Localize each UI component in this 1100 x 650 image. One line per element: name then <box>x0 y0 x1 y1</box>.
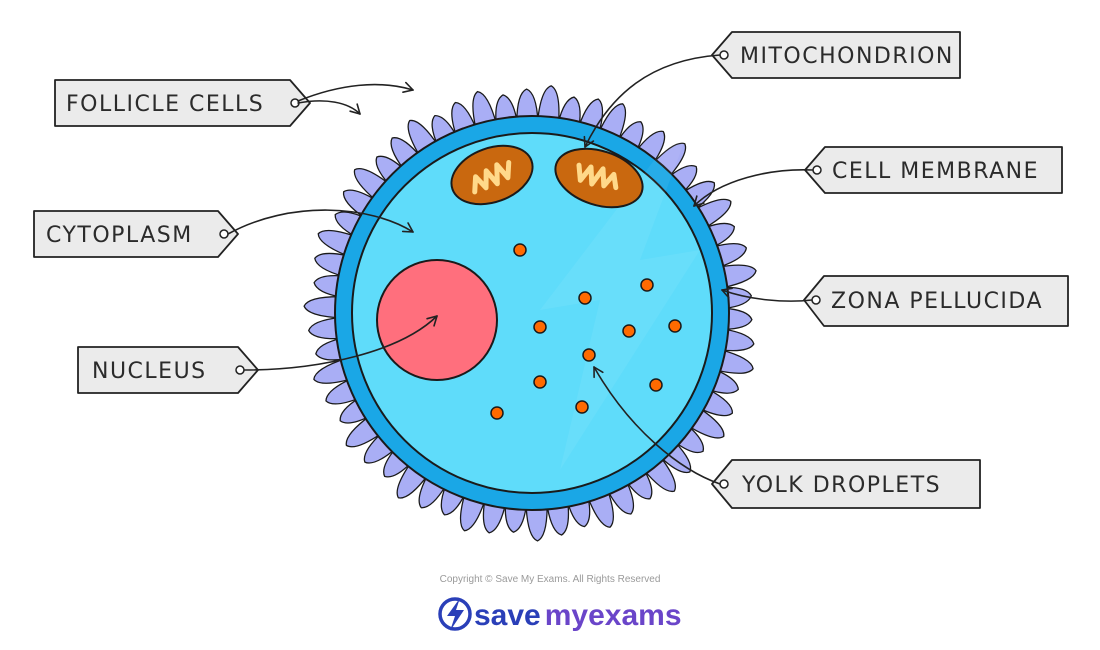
yolk-droplet <box>582 348 596 362</box>
pointer-yolk-droplets <box>593 366 721 485</box>
brand-save: save <box>474 599 541 632</box>
follicle-cells-label: FOLLICLE CELLS <box>66 92 264 117</box>
follicle-cell <box>546 500 570 536</box>
label-cell-membrane: CELL MEMBRANE <box>804 146 1063 194</box>
mitochondrion-right <box>554 147 644 209</box>
sheen-highlight <box>540 100 700 470</box>
label-mitochondrion: MITOCHONDRION <box>711 31 961 79</box>
pointer-cytoplasm <box>227 209 414 235</box>
yolk-droplet <box>622 324 636 338</box>
nucleus <box>376 259 498 381</box>
pointer-nucleus <box>243 315 438 371</box>
lightning-bolt-circle-icon <box>438 597 472 631</box>
cytoplasm <box>351 132 713 494</box>
follicle-cell <box>375 155 405 186</box>
brand-my: my <box>545 599 589 632</box>
mitochondrion-left <box>450 144 534 206</box>
follicle-cell <box>536 85 560 124</box>
egg-cell <box>303 85 757 542</box>
brand-exams: exams <box>588 599 681 632</box>
copyright-text: Copyright © Save My Exams. All Rights Re… <box>440 574 661 585</box>
yolk-droplet <box>668 319 682 333</box>
follicle-cell <box>383 447 413 478</box>
label-yolk-droplets: YOLK DROPLETS <box>711 459 981 509</box>
pointer-follicle-upper <box>297 81 414 102</box>
follicle-cell <box>673 424 705 454</box>
yolk-droplet <box>578 291 592 305</box>
pointer-cell-membrane <box>693 168 814 207</box>
cell-membrane-label: CELL MEMBRANE <box>832 159 1039 184</box>
follicle-cell <box>717 264 757 289</box>
pointer-follicle-lower <box>297 100 361 115</box>
follicle-cell <box>667 164 698 194</box>
follicle-cell <box>303 296 342 319</box>
yolk-droplets <box>490 243 682 420</box>
mitochondrion-label: MITOCHONDRION <box>740 44 954 69</box>
yolk-droplet <box>649 378 663 392</box>
pointer-mitochondrion <box>583 54 721 148</box>
zona-pellucida-label: ZONA PELLUCIDA <box>831 289 1043 314</box>
label-nucleus: NUCLEUS <box>77 346 259 394</box>
yolk-droplet <box>533 320 547 334</box>
label-cytoplasm: CYTOPLASM <box>33 210 239 258</box>
follicle-cell <box>722 307 753 330</box>
label-zona-pellucida: ZONA PELLUCIDA <box>803 275 1069 327</box>
pointer-zona-pellucida <box>721 287 813 302</box>
nucleus-label: NUCLEUS <box>92 359 207 384</box>
yolk-droplets-label: YOLK DROPLETS <box>741 473 941 498</box>
follicle-cell <box>525 503 548 542</box>
yolk-droplet <box>640 278 654 292</box>
follicle-cell <box>516 88 539 123</box>
yolk-droplet <box>575 400 589 414</box>
yolk-droplet <box>533 375 547 389</box>
pointer-lines <box>227 54 814 485</box>
follicle-cell <box>308 316 343 340</box>
yolk-droplet <box>490 406 504 420</box>
label-follicle-cells: FOLLICLE CELLS <box>54 79 311 127</box>
yolk-droplet <box>513 243 527 257</box>
cytoplasm-label: CYTOPLASM <box>46 223 193 248</box>
